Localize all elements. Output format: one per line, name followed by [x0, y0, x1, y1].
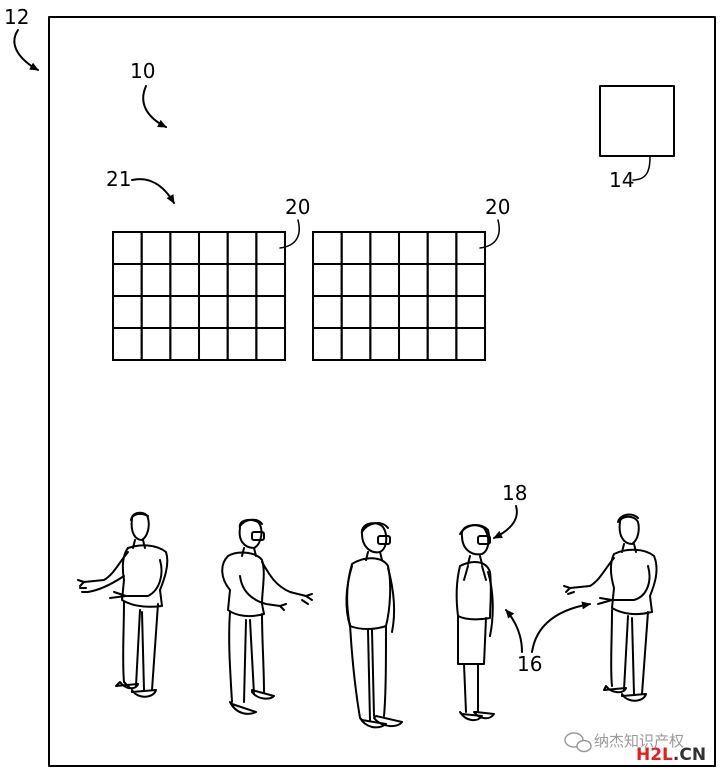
user-figure-4-headset — [455, 524, 495, 722]
display-tile — [455, 327, 487, 361]
watermark-brand-cn: .CN — [673, 745, 706, 765]
display-tile — [340, 295, 372, 329]
display-tile — [426, 263, 458, 297]
display-tile — [398, 231, 429, 265]
display-tile — [340, 327, 372, 361]
display-tile — [140, 263, 172, 297]
display-tile — [226, 327, 258, 361]
user-figure-2 — [221, 518, 313, 715]
label-users: 16 — [517, 652, 542, 676]
display-tile — [112, 231, 143, 265]
display-tile — [112, 263, 143, 297]
display-tile — [169, 231, 201, 265]
display-tile — [198, 295, 229, 329]
display-tile — [340, 231, 372, 265]
label-system: 10 — [130, 59, 155, 83]
leader-controller — [632, 156, 651, 181]
display-tile — [369, 327, 401, 361]
display-panel-right — [312, 231, 487, 361]
display-tile — [398, 327, 429, 361]
display-tile — [198, 231, 229, 265]
display-tile — [255, 327, 287, 361]
display-tile — [398, 263, 429, 297]
display-tile — [169, 295, 201, 329]
display-tile — [426, 295, 458, 329]
label-headset: 18 — [502, 481, 527, 505]
leader-display-right — [479, 219, 500, 249]
display-tile — [169, 327, 201, 361]
controller-box — [599, 85, 675, 157]
display-tile — [198, 327, 229, 361]
display-tile — [169, 263, 201, 297]
display-tile — [369, 231, 401, 265]
label-controller: 14 — [609, 168, 634, 192]
label-room: 12 — [4, 5, 29, 29]
user-figure-1 — [77, 511, 169, 698]
watermark-text: 纳杰知识产权 — [594, 732, 684, 750]
leader-room — [13, 29, 39, 71]
leader-users-a — [505, 609, 523, 653]
display-tile — [369, 295, 401, 329]
display-tile — [226, 231, 258, 265]
display-tile — [140, 231, 172, 265]
display-tile — [455, 295, 487, 329]
leader-users-b — [531, 601, 591, 653]
display-tile — [455, 263, 487, 297]
watermark-brand: H2L.CN — [636, 745, 706, 765]
display-tile — [398, 295, 429, 329]
wechat-bubble-icon — [564, 732, 592, 753]
watermark-brand-h2l: H2L — [636, 745, 673, 765]
leader-display-left — [279, 219, 300, 249]
display-panel-left — [112, 231, 287, 361]
display-tile — [312, 263, 343, 297]
display-tile — [369, 263, 401, 297]
display-tile — [255, 295, 287, 329]
leader-system — [142, 85, 167, 128]
room-boundary — [48, 16, 716, 767]
watermark: 纳杰知识产权 H2L.CN — [564, 732, 706, 765]
display-tile — [140, 295, 172, 329]
display-tile — [426, 231, 458, 265]
display-tile — [198, 263, 229, 297]
label-display-left: 20 — [285, 195, 310, 219]
user-figure-3 — [345, 522, 403, 729]
display-tile — [312, 295, 343, 329]
user-figure-5 — [563, 513, 658, 702]
display-tile — [255, 263, 287, 297]
display-tile — [340, 263, 372, 297]
display-tile — [312, 231, 343, 265]
leader-headset — [493, 505, 518, 539]
leader-display-group — [131, 178, 175, 204]
label-display-right: 20 — [485, 195, 510, 219]
display-tile — [226, 263, 258, 297]
display-tile — [426, 327, 458, 361]
display-tile — [112, 327, 143, 361]
display-tile — [112, 295, 143, 329]
label-display-group: 21 — [106, 167, 131, 191]
display-tile — [312, 327, 343, 361]
display-tile — [226, 295, 258, 329]
display-tile — [140, 327, 172, 361]
